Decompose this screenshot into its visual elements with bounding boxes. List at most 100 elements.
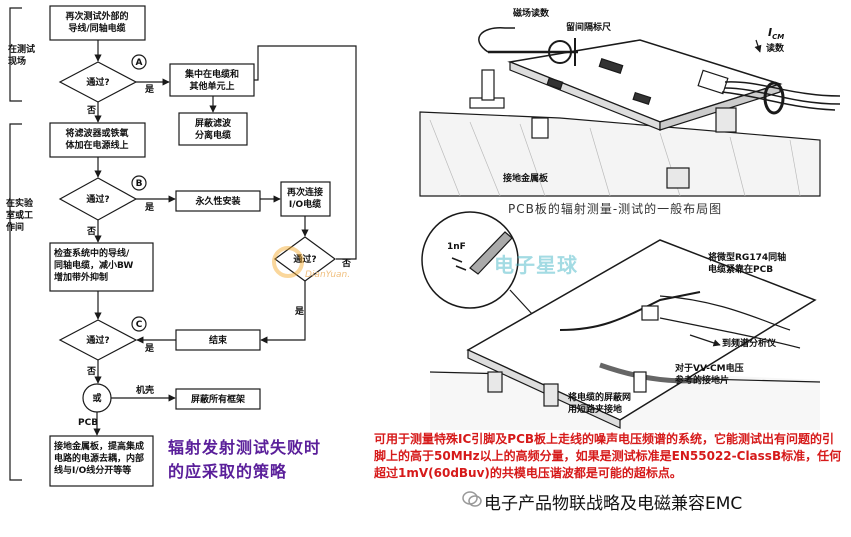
pcb-setup-drawing [419, 27, 841, 197]
box-add-filter-text: 将滤波器或铁氧体加在电源线上 [65, 127, 128, 151]
ground-tab [633, 371, 647, 393]
box-shield-filter-text-line: 分离电缆 [195, 129, 231, 141]
box-retest-cable-text: 再次测试外部的导线/同轴电缆 [65, 10, 128, 34]
edge-label-yes-c: 是 [144, 343, 155, 354]
coax-cable [559, 291, 701, 331]
box-shield-filter [178, 112, 248, 146]
edge-ground-return [153, 345, 163, 460]
box-reconnect-text-line: 再次连接 [287, 186, 323, 198]
box-retest-cable-text-line: 再次测试外部的 [65, 10, 128, 22]
pcb-chip-2 [546, 77, 564, 90]
pcb-board-side2 [659, 83, 781, 131]
edge-label-no-b: 否 [86, 226, 96, 237]
connector-c-text: C [136, 320, 143, 330]
box-focus-cable-text: 集中在电缆和其他单元上 [184, 68, 239, 92]
label-rg174-line: 将微型RG174同轴 [708, 251, 786, 263]
field-bracket [9, 7, 22, 102]
edge-label-pcb: PCB [78, 418, 98, 428]
decision-pass-a-text: 通过? [86, 76, 109, 88]
icm-arrow [754, 39, 762, 53]
connector-c [131, 316, 147, 332]
edge-label-yes-a: 是 [144, 84, 155, 95]
box-shield-frames-text: 屏蔽所有框架 [191, 393, 245, 405]
side-label-lab-line: 作间 [6, 221, 24, 233]
box-check-system-text-line: 检查系统中的导线/ [54, 247, 130, 259]
flowchart [9, 5, 357, 487]
probe-setup-text: 1nF 将微型RG174同轴电缆紧靠在PCB 到频谱分析仪 对于VV-CM电压参… [447, 242, 786, 415]
edge-label-chassis: 机壳 [136, 384, 154, 396]
flowchart-caption: 辐射发射测试失败时的应采取的策略 [168, 438, 322, 481]
label-shield-short: 将电缆的屏蔽网用短路夹接地 [567, 391, 631, 415]
label-rg174: 将微型RG174同轴电缆紧靠在PCB [708, 251, 786, 275]
support-block-2 [666, 167, 690, 189]
note-caption: 可用于测量特殊IC引脚及PCB板上走线的噪声电压频谱的系统，它能测试出有问题的引… [374, 432, 842, 480]
connector-a [131, 54, 147, 70]
label-vv-cm-line: 对于VV-CM电压 [675, 362, 744, 374]
box-permanent [175, 190, 261, 212]
box-ground-plane-text-line: 线与I/O线分开等等 [54, 464, 131, 476]
lab-bracket [9, 123, 22, 481]
label-gap-ruler: 留间隔标尺 [566, 21, 611, 33]
flowchart-text: 在测试现场 在实验室或工作间 再次测试外部的导线/同轴电缆 集中在电缆和其他单元… [6, 10, 351, 476]
edge-label-yes-b: 是 [144, 202, 155, 213]
box-check-system-text-line: 增加带外抑制 [54, 271, 108, 283]
box-shield-filter-text: 屏蔽滤波分离电缆 [195, 117, 232, 141]
edge-label-yes-d: 是 [294, 306, 305, 317]
watermark-cn: 电子星球 [494, 253, 578, 277]
decision-pass-b-text: 通过? [86, 193, 109, 205]
pcb-chip-3 [632, 91, 652, 106]
cable-bundle [721, 81, 841, 111]
watermark-latin: DianYuan. [305, 270, 351, 280]
magnifier-circle [421, 211, 519, 309]
box-permanent-text-line: 永久性安装 [194, 195, 241, 207]
label-icm-symbol: I [768, 26, 772, 39]
box-focus-cable-text-line: 其他单元上 [189, 80, 234, 92]
side-label-field-line: 现场 [8, 55, 26, 67]
box-end-text-line: 结束 [209, 334, 228, 346]
support-block-3 [715, 107, 737, 133]
box-check-system-text-line: 同轴电缆，减小BW [54, 259, 133, 271]
support-2-1 [487, 371, 503, 393]
probe-setup-drawing [421, 211, 821, 430]
box-ground-plane-text-line: 接地金属板，提高集成 [54, 440, 144, 452]
pcb-connector [697, 69, 729, 95]
decision-pass-d-text: 通过? [293, 253, 316, 265]
coax-clamp [641, 305, 659, 321]
pcb-chip-1 [598, 58, 624, 74]
probe-tip-hatched [469, 231, 513, 275]
support-2-2 [543, 383, 559, 407]
box-shield-filter-text-line: 屏蔽滤波 [195, 117, 232, 129]
side-label-field: 在测试现场 [8, 43, 35, 67]
edge-label-no-a: 否 [86, 105, 96, 116]
label-icm-sub: CM [772, 33, 784, 41]
label-vv-cm-line: 参考的接地片 [675, 374, 729, 386]
label-magnetic-reading: 磁场读数 [513, 7, 550, 19]
chat-bubble-icon-2 [468, 495, 482, 507]
connector-b [131, 175, 147, 191]
box-ground-plane-text: 接地金属板，提高集成电路的电源去耦，内部线与I/O线分开等等 [54, 440, 144, 476]
connector-a-text: A [136, 58, 143, 68]
edge-shield-loop [254, 45, 357, 260]
probe-cable [478, 27, 515, 53]
label-icm: ICM [768, 26, 784, 41]
current-probe-icon [763, 81, 785, 115]
side-label-lab-line: 室或工 [6, 209, 33, 221]
box-reconnect-text-line: I/O电缆 [289, 198, 321, 210]
side-label-field-line: 在测试 [8, 43, 35, 55]
box-focus-cable-text-line: 集中在电缆和 [184, 68, 239, 80]
box-end-text: 结束 [209, 334, 228, 346]
edge-label-no-c: 否 [86, 366, 96, 377]
box-shield-frames-text-line: 屏蔽所有框架 [191, 393, 245, 405]
arrow-to-analyzer [689, 334, 721, 347]
edge-label-no-d: 否 [341, 258, 351, 269]
side-label-lab: 在实验室或工作间 [6, 197, 34, 233]
label-vv-cm: 对于VV-CM电压参考的接地片 [675, 362, 744, 386]
box-ground-plane-text-line: 电路的电源去耦，内部 [54, 452, 144, 464]
box-ground-plane [49, 435, 154, 487]
box-add-filter-text-line: 将滤波器或铁氧 [65, 127, 128, 139]
ground-plane-hatch [429, 119, 801, 197]
capacitor-icon [451, 257, 467, 271]
